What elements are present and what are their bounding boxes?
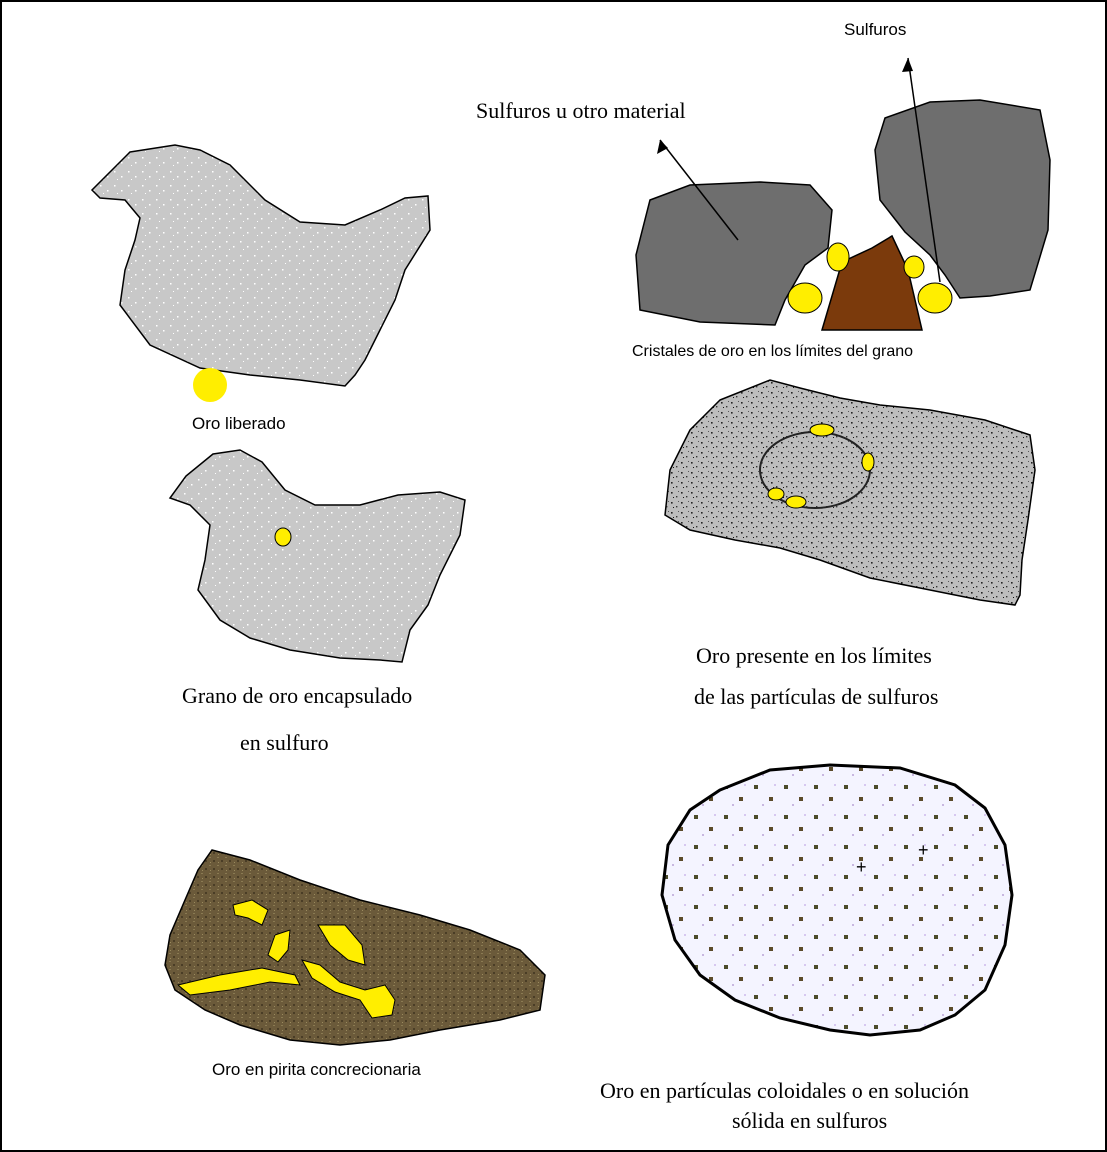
label-sulfuros-otro-material: Sulfuros u otro material (476, 98, 686, 124)
label-sulfuros: Sulfuros (844, 20, 906, 40)
sulfide-particle (665, 380, 1035, 605)
label-encapsulado-line2: en sulfuro (240, 730, 329, 756)
panel-oro-encapsulado (170, 450, 465, 662)
gold-boundary-particle (786, 496, 806, 508)
panel-oro-pirita (165, 850, 545, 1045)
panel-oro-limites-sulfuros (665, 380, 1035, 605)
grain-shape (170, 450, 465, 662)
label-coloidal-line1: Oro en partículas coloidales o en soluci… (600, 1078, 969, 1104)
label-coloidal-line2: sólida en sulfuros (732, 1108, 887, 1134)
grain-shape (92, 145, 430, 386)
plus-mark: + (856, 857, 867, 877)
label-limites-line2: de las partículas de sulfuros (694, 684, 938, 710)
label-limites-line1: Oro presente en los límites (696, 643, 932, 669)
gold-boundary-particle (810, 424, 834, 436)
gold-crystal (918, 283, 952, 313)
label-oro-pirita: Oro en pirita concrecionaria (212, 1060, 421, 1080)
colloidal-particle (662, 765, 1012, 1035)
label-cristales-limites: Cristales de oro en los límites del gran… (632, 343, 913, 361)
gold-boundary-particle (768, 488, 784, 500)
gold-crystal (904, 256, 924, 278)
panel-cristales-limites (636, 58, 1050, 330)
panel-oro-liberado (92, 145, 430, 402)
arrowhead (902, 58, 913, 72)
label-oro-liberado: Oro liberado (192, 414, 286, 434)
panel-oro-coloidal: + + (662, 765, 1012, 1035)
label-encapsulado-line1: Grano de oro encapsulado (182, 683, 412, 709)
gold-crystal (827, 243, 849, 271)
gold-boundary-particle (862, 453, 874, 471)
plus-mark: + (918, 840, 929, 860)
gold-crystal (788, 283, 822, 313)
gold-particle (275, 528, 291, 546)
gold-particle (193, 368, 227, 402)
